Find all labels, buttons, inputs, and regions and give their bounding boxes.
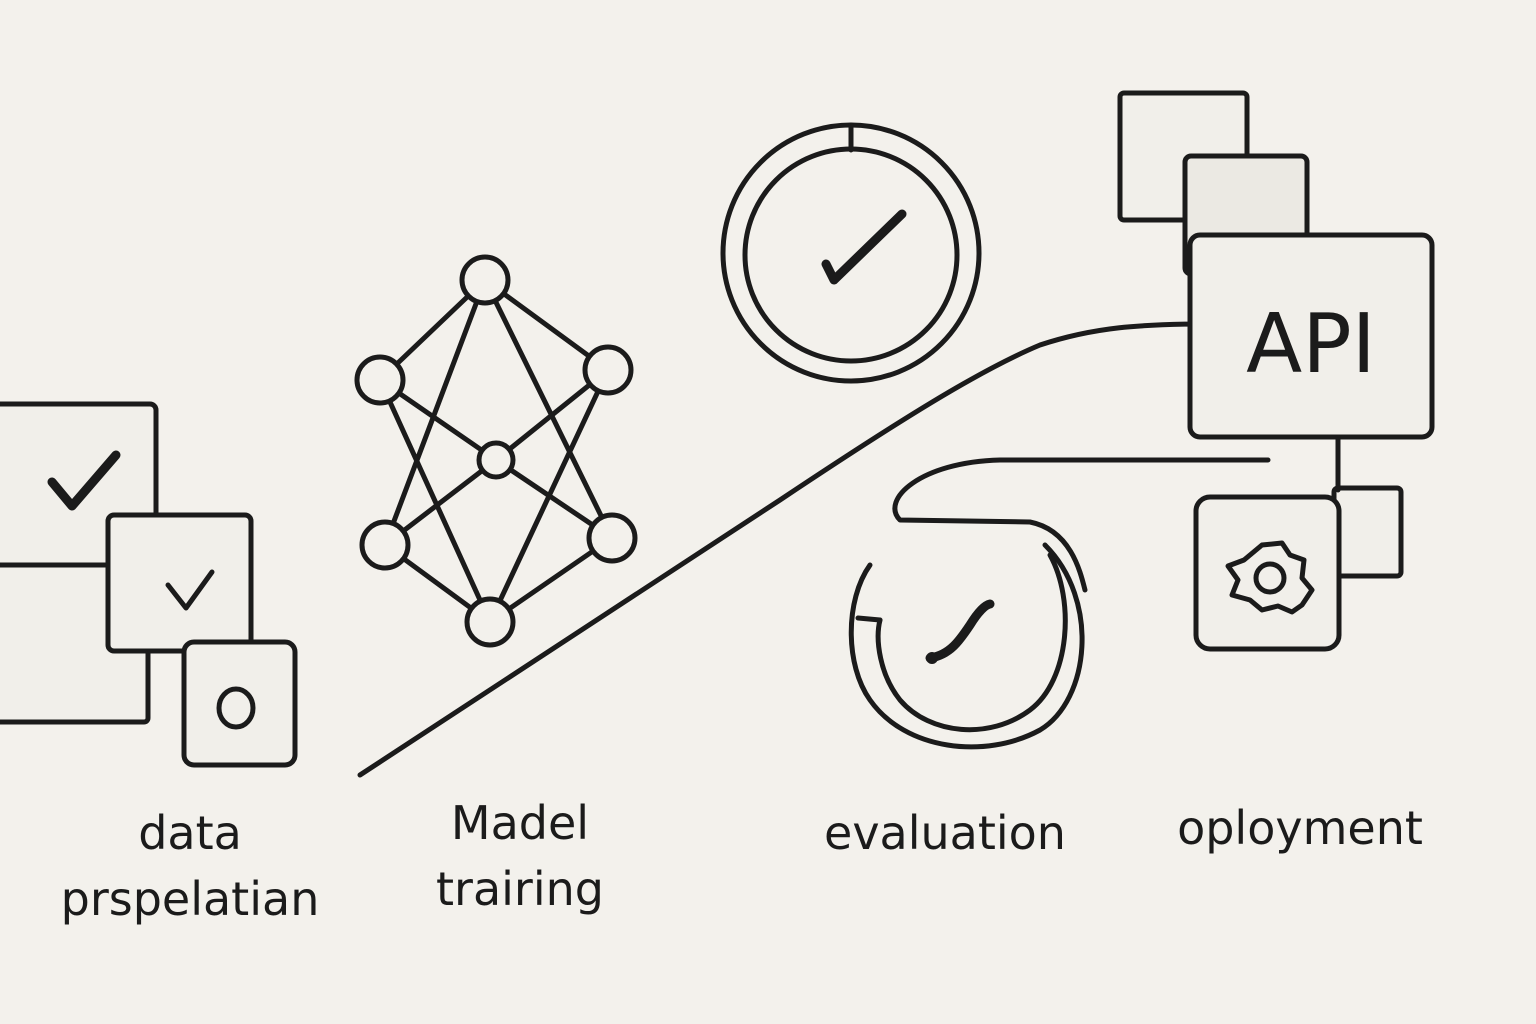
api-box[interactable]: API [1187, 232, 1435, 440]
stage-label-data: data prspelatian [30, 800, 350, 932]
checkmark-circle-icon [720, 122, 982, 384]
checklist-boxes-icon [0, 401, 298, 768]
gear-icon [1193, 434, 1342, 652]
neural-network-icon [354, 254, 638, 648]
gauge-check-icon [848, 542, 1085, 750]
stage-label-deployment: oployment [1140, 795, 1460, 861]
connector-evaluation-to-api [892, 457, 1271, 593]
stage-label-training: Madel trairing [370, 790, 670, 922]
connector-training-to-api [357, 321, 1195, 778]
stage-label-evaluation-line1: evaluation [824, 806, 1066, 860]
stage-label-evaluation: evaluation [790, 800, 1100, 866]
stage-label-training-line2: trairing [436, 862, 604, 916]
stage-label-training-line1: Madel [450, 796, 590, 850]
stage-label-data-line1: data [138, 806, 242, 860]
api-label: API [1246, 297, 1376, 392]
stage-label-deployment-line1: oployment [1177, 801, 1423, 855]
stage-label-data-line2: prspelatian [60, 872, 320, 926]
